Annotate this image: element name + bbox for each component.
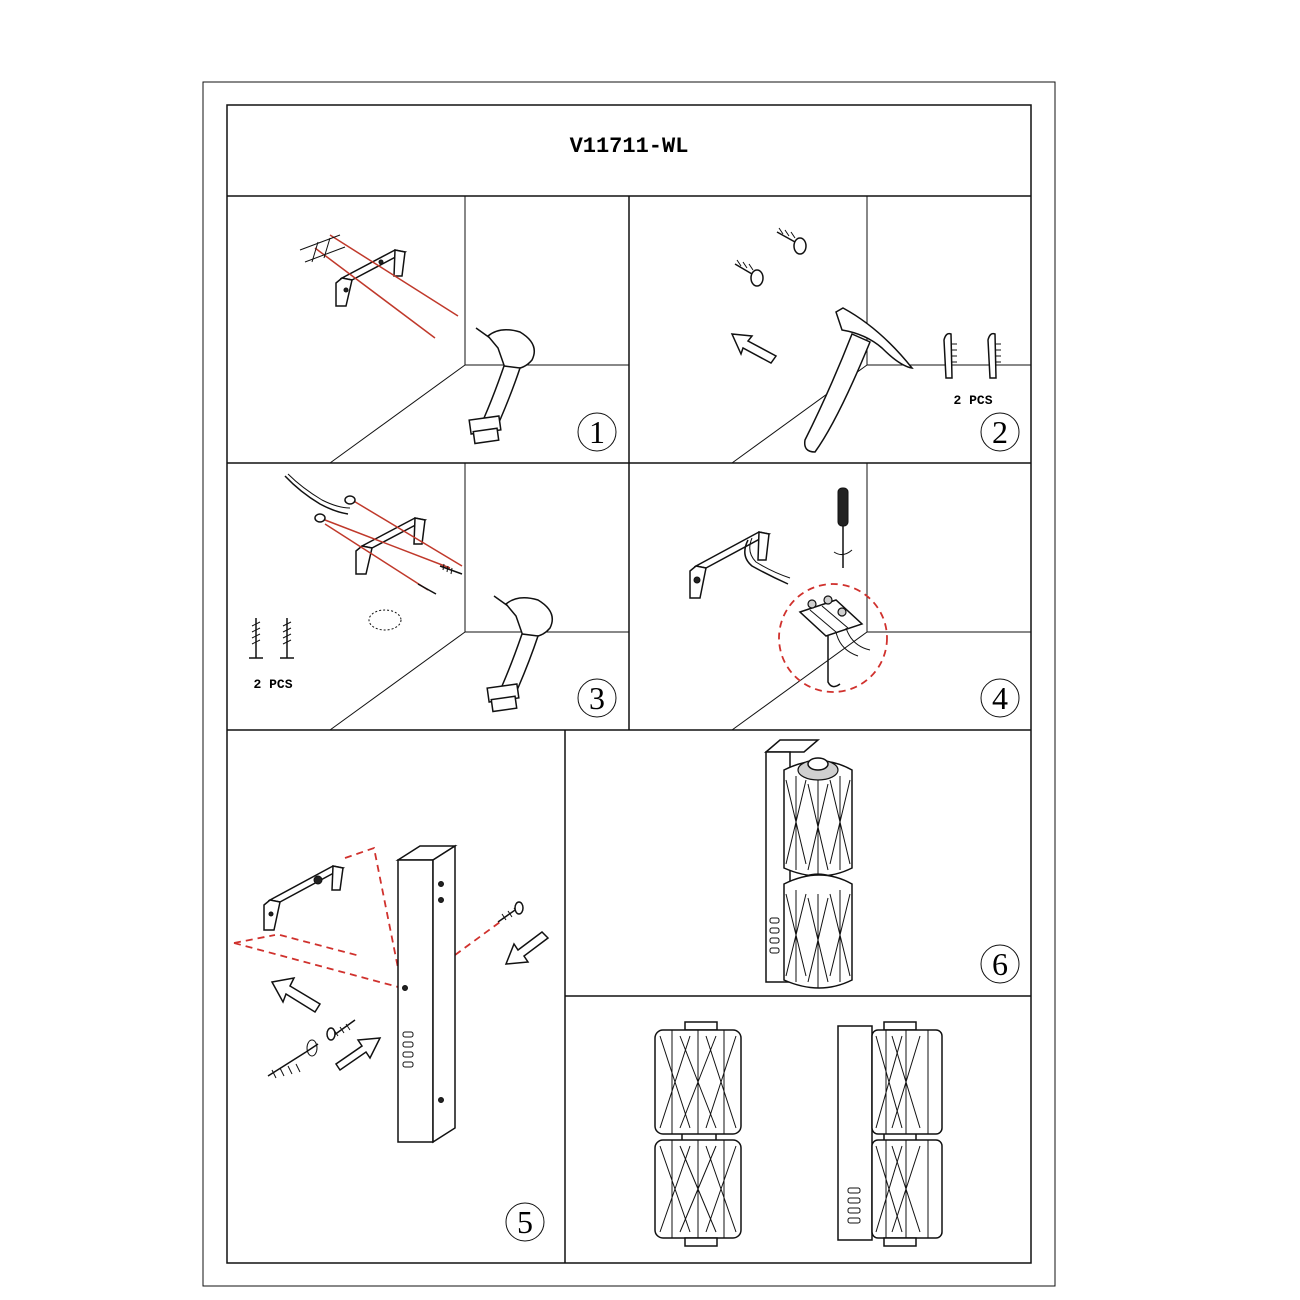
screw-icon xyxy=(734,259,764,287)
step-3-panel: 2 PCS 3 xyxy=(249,463,629,731)
anchor-icon xyxy=(987,332,1001,379)
step-1-badge xyxy=(577,412,617,452)
screw-icon xyxy=(326,1019,356,1041)
step-5-badge xyxy=(505,1202,545,1242)
wall-corner xyxy=(731,463,1031,731)
step-4-badge xyxy=(980,678,1020,718)
step-1-number: 1 xyxy=(589,414,605,450)
step-4-number: 4 xyxy=(992,680,1008,716)
drill-icon xyxy=(486,595,553,713)
step-5-panel: 5 xyxy=(233,844,550,1242)
hammer-icon xyxy=(803,307,914,453)
arrow-icon xyxy=(730,333,778,364)
step-3-badge xyxy=(577,678,617,718)
step-1-panel: 1 xyxy=(299,196,629,464)
arrow-icon xyxy=(334,1037,382,1072)
wall-corner xyxy=(329,463,629,731)
anchor-icon xyxy=(267,1039,319,1079)
drill-guide-lines xyxy=(324,499,463,591)
screw-icon xyxy=(776,227,807,255)
anchor-icon xyxy=(943,332,957,379)
screw-icon xyxy=(280,618,294,659)
mounting-guide-lines xyxy=(233,846,501,989)
inner-frame xyxy=(226,104,1032,1264)
front-view xyxy=(654,1021,742,1247)
model-number: V11711-WL xyxy=(570,134,689,159)
crystal-facets xyxy=(875,1140,929,1238)
step-6-panel: 6 xyxy=(763,739,1020,989)
step-2-number: 2 xyxy=(992,414,1008,450)
crystal-facets-lower xyxy=(785,890,851,988)
wire-icon xyxy=(284,473,351,515)
crystal-facets-upper xyxy=(785,776,851,876)
step-3-number: 3 xyxy=(589,680,605,716)
outer-frame xyxy=(202,81,1056,1287)
bracket-icon xyxy=(689,531,772,599)
crystal-facets xyxy=(659,1030,737,1134)
wall-corner xyxy=(731,196,1031,464)
bracket-icon xyxy=(335,249,408,307)
crystal-facets xyxy=(659,1140,737,1238)
arrow-icon xyxy=(270,976,322,1014)
drill-icon xyxy=(468,327,535,445)
bracket-icon xyxy=(263,865,346,931)
screw-icon xyxy=(439,563,463,575)
screw-icon xyxy=(249,618,263,659)
step-2-panel: 2 PCS 2 xyxy=(730,196,1031,464)
terminal-block-detail xyxy=(778,583,888,693)
step-6-badge xyxy=(980,944,1020,984)
step-2-parts-qty: 2 PCS xyxy=(953,393,992,408)
panel-grid xyxy=(227,195,1031,1263)
terminal-block-icon xyxy=(798,595,864,637)
wire-icon xyxy=(744,537,791,585)
vent-slots xyxy=(769,917,780,954)
step-3-parts-qty: 2 PCS xyxy=(253,677,292,692)
vent-slots xyxy=(402,1031,414,1068)
vent-slots xyxy=(847,1187,861,1224)
step-6-number: 6 xyxy=(992,946,1008,982)
anchor-icon xyxy=(314,495,402,631)
screw-icon xyxy=(417,583,437,595)
screw-icon xyxy=(497,901,524,923)
arrow-icon xyxy=(504,931,550,965)
lamp-icon xyxy=(763,739,853,989)
wall-corner xyxy=(329,196,629,464)
step-2-badge xyxy=(980,412,1020,452)
side-view xyxy=(837,1021,943,1247)
drill-guide-lines xyxy=(299,234,459,339)
screwdriver-icon xyxy=(833,487,853,568)
crystal-facets xyxy=(875,1030,929,1134)
step-5-number: 5 xyxy=(517,1204,533,1240)
lamp-back-plate xyxy=(395,844,458,1144)
step-4-panel: 4 xyxy=(689,463,1031,731)
